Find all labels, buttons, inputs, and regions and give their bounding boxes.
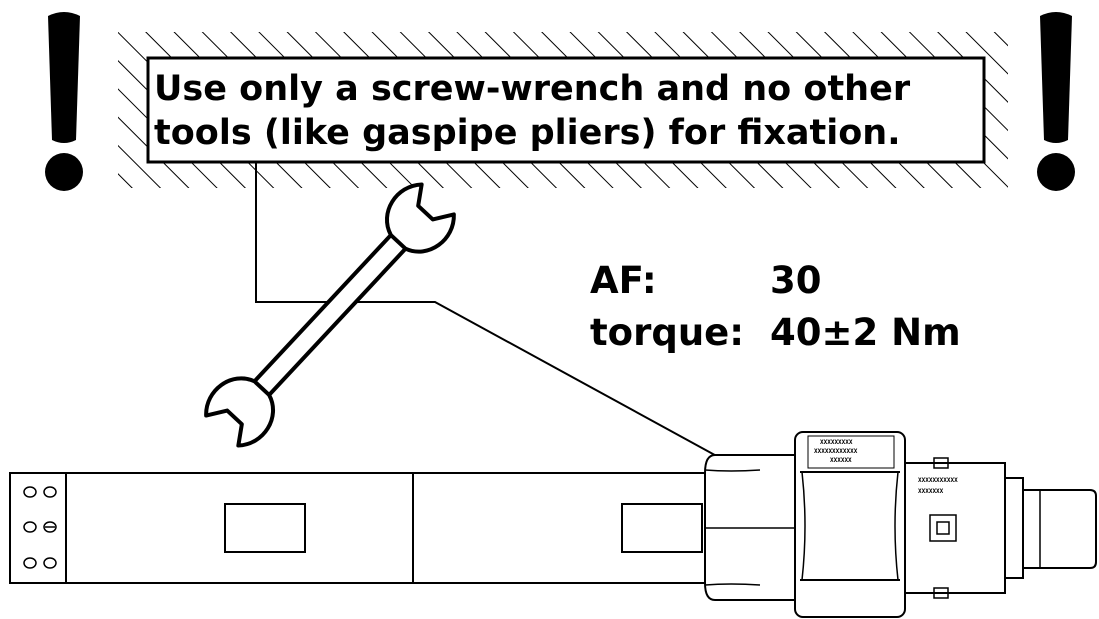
exclamation-icon <box>1037 12 1075 191</box>
af-label: AF: <box>590 259 657 302</box>
hex-nut: XXXXXXXXX XXXXXXXXXXXX XXXXXX <box>794 431 906 618</box>
torque-label: torque: <box>590 311 744 354</box>
warning-line-1: Use only a screw-wrench and no other <box>154 69 911 109</box>
svg-text:XXXXXXX: XXXXXXX <box>918 488 944 495</box>
vent-holes <box>23 486 57 569</box>
sensor-drawing: XXXXXXXXX XXXXXXXXXXXX XXXXXX XXXXXXXXXX… <box>9 431 1097 618</box>
torque-value: 40±2 Nm <box>770 311 961 354</box>
svg-text:XXXXXXXXX: XXXXXXXXX <box>820 439 853 446</box>
svg-text:XXXXXX: XXXXXX <box>830 457 852 464</box>
spec-block: AF: 30 torque: 40±2 Nm <box>590 259 961 354</box>
svg-text:XXXXXXXXXXXX: XXXXXXXXXXXX <box>814 448 858 455</box>
svg-text:XXXXXXXXXXX: XXXXXXXXXXX <box>918 477 958 484</box>
connector-collar: XXXXXXXXXXX XXXXXXX <box>904 457 1006 599</box>
af-value: 30 <box>770 259 822 302</box>
warning-line-2: tools (like gaspipe pliers) for fixation… <box>154 113 901 153</box>
exclamation-icon <box>45 12 83 191</box>
wrench-icon <box>204 182 456 448</box>
warning-frame: Use only a screw-wrench and no other too… <box>118 32 1008 188</box>
